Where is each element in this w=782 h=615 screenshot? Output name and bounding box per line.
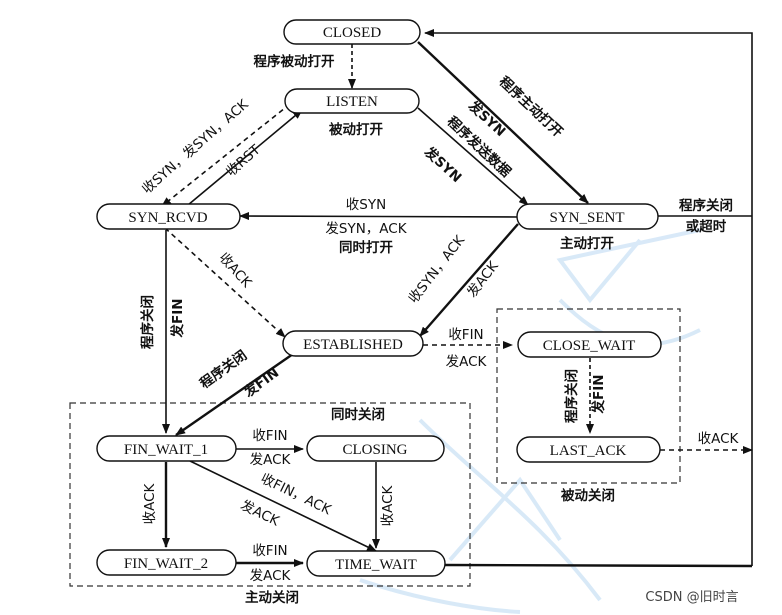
- label-recv-syn-send-syn-ack: 收SYN，发SYN，ACK: [139, 96, 252, 197]
- label-fw1-send-ack: 发ACK: [250, 452, 292, 468]
- label-fw2-recv-fin: 收FIN: [252, 543, 287, 559]
- simultaneous-close-box: [69, 402, 471, 587]
- label-est-recv-fin: 收FIN: [448, 327, 483, 343]
- state-label-time-wait: TIME_WAIT: [335, 557, 417, 573]
- label-send-syn-data: 发SYN: [420, 143, 465, 186]
- label-closing-recv-ack: 收ACK: [380, 484, 396, 526]
- edge-right-return: [424, 29, 753, 566]
- state-close-wait: CLOSE_WAIT: [517, 331, 662, 358]
- state-label-established: ESTABLISHED: [303, 337, 403, 353]
- state-label-last-ack: LAST_ACK: [550, 443, 627, 459]
- label-fw1-recv-ack: 收ACK: [142, 482, 158, 524]
- passive-close-box: [496, 308, 681, 484]
- edge-est-fw1: [175, 353, 294, 436]
- label-active-open: 主动打开: [560, 235, 614, 252]
- state-label-fin-wait-1: FIN_WAIT_1: [124, 442, 208, 458]
- state-fin-wait-2: FIN_WAIT_2: [96, 549, 237, 576]
- edge-synsent-est: [419, 223, 519, 337]
- state-label-fin-wait-2: FIN_WAIT_2: [124, 556, 208, 572]
- label-simul-close: 同时关闭: [331, 406, 385, 423]
- transitions: [161, 29, 753, 568]
- edge-closed-synsent: [417, 41, 589, 204]
- state-label-close-wait: CLOSE_WAIT: [543, 338, 636, 354]
- edge-synrcvd-est: [164, 227, 286, 338]
- label-cw-send-fin: 发FIN: [590, 374, 607, 414]
- label-synrcvd-recv-ack: 收ACK: [215, 250, 255, 292]
- label-est-send-fin: 发FIN: [240, 364, 282, 401]
- state-label-closed: CLOSED: [323, 25, 382, 41]
- label-passive-close: 被动关闭: [561, 487, 615, 504]
- state-label-syn-sent: SYN_SENT: [549, 210, 624, 226]
- state-label-listen: LISTEN: [326, 94, 378, 110]
- states: CLOSED LISTEN SYN_RCVD SYN_SENT ESTABLIS…: [96, 19, 662, 577]
- label-or-timeout: 或超时: [686, 218, 727, 235]
- label-rcvd-send-fin: 发FIN: [169, 298, 186, 338]
- label-simul-send-syn-ack: 发SYN，ACK: [325, 221, 407, 237]
- edge-listen-synrcvd: [161, 103, 291, 207]
- state-label-closing: CLOSING: [342, 442, 407, 458]
- edge-fw1-timewait: [189, 460, 377, 552]
- transition-labels: 程序被动打开 被动打开 收SYN，发SYN，ACK 收RST 程序主动打开 发S…: [139, 53, 740, 606]
- label-app-passive-open: 程序被动打开: [254, 53, 335, 70]
- label-app-active-open: 程序主动打开: [496, 73, 567, 141]
- edge-synsent-synrcvd: [239, 212, 519, 221]
- label-simul-recv-syn: 收SYN: [346, 197, 386, 213]
- label-simul-open: 同时打开: [339, 239, 393, 256]
- state-listen: LISTEN: [284, 88, 420, 114]
- state-time-wait: TIME_WAIT: [306, 550, 446, 577]
- label-app-close: 程序关闭: [679, 197, 733, 214]
- label-fw1-recv-fin: 收FIN: [252, 428, 287, 444]
- label-lastack-recv-ack: 收ACK: [698, 431, 740, 447]
- edge-listen-synsent: [417, 107, 529, 206]
- label-recv-syn-ack: 收SYN，ACK: [406, 232, 469, 307]
- label-cw-app-close: 程序关闭: [563, 369, 580, 423]
- edge-synrcvd-listen: [187, 109, 303, 206]
- label-active-close: 主动关闭: [245, 589, 299, 606]
- state-closing: CLOSING: [306, 435, 445, 462]
- state-syn-sent: SYN_SENT: [516, 203, 659, 230]
- label-est-app-close: 程序关闭: [197, 347, 251, 392]
- edge-timewait-right: [444, 563, 753, 568]
- label-fw2-send-ack: 发ACK: [250, 568, 292, 584]
- label-est-send-ack: 发ACK: [446, 354, 488, 370]
- state-label-syn-rcvd: SYN_RCVD: [128, 210, 207, 226]
- state-syn-rcvd: SYN_RCVD: [96, 203, 241, 230]
- label-rcvd-app-close: 程序关闭: [139, 295, 156, 349]
- state-last-ack: LAST_ACK: [516, 436, 661, 463]
- state-established: ESTABLISHED: [282, 330, 424, 357]
- csdn-watermark: CSDN @旧时言: [645, 590, 738, 605]
- label-passive-open: 被动打开: [329, 121, 383, 138]
- state-closed: CLOSED: [283, 19, 421, 45]
- state-fin-wait-1: FIN_WAIT_1: [96, 435, 237, 462]
